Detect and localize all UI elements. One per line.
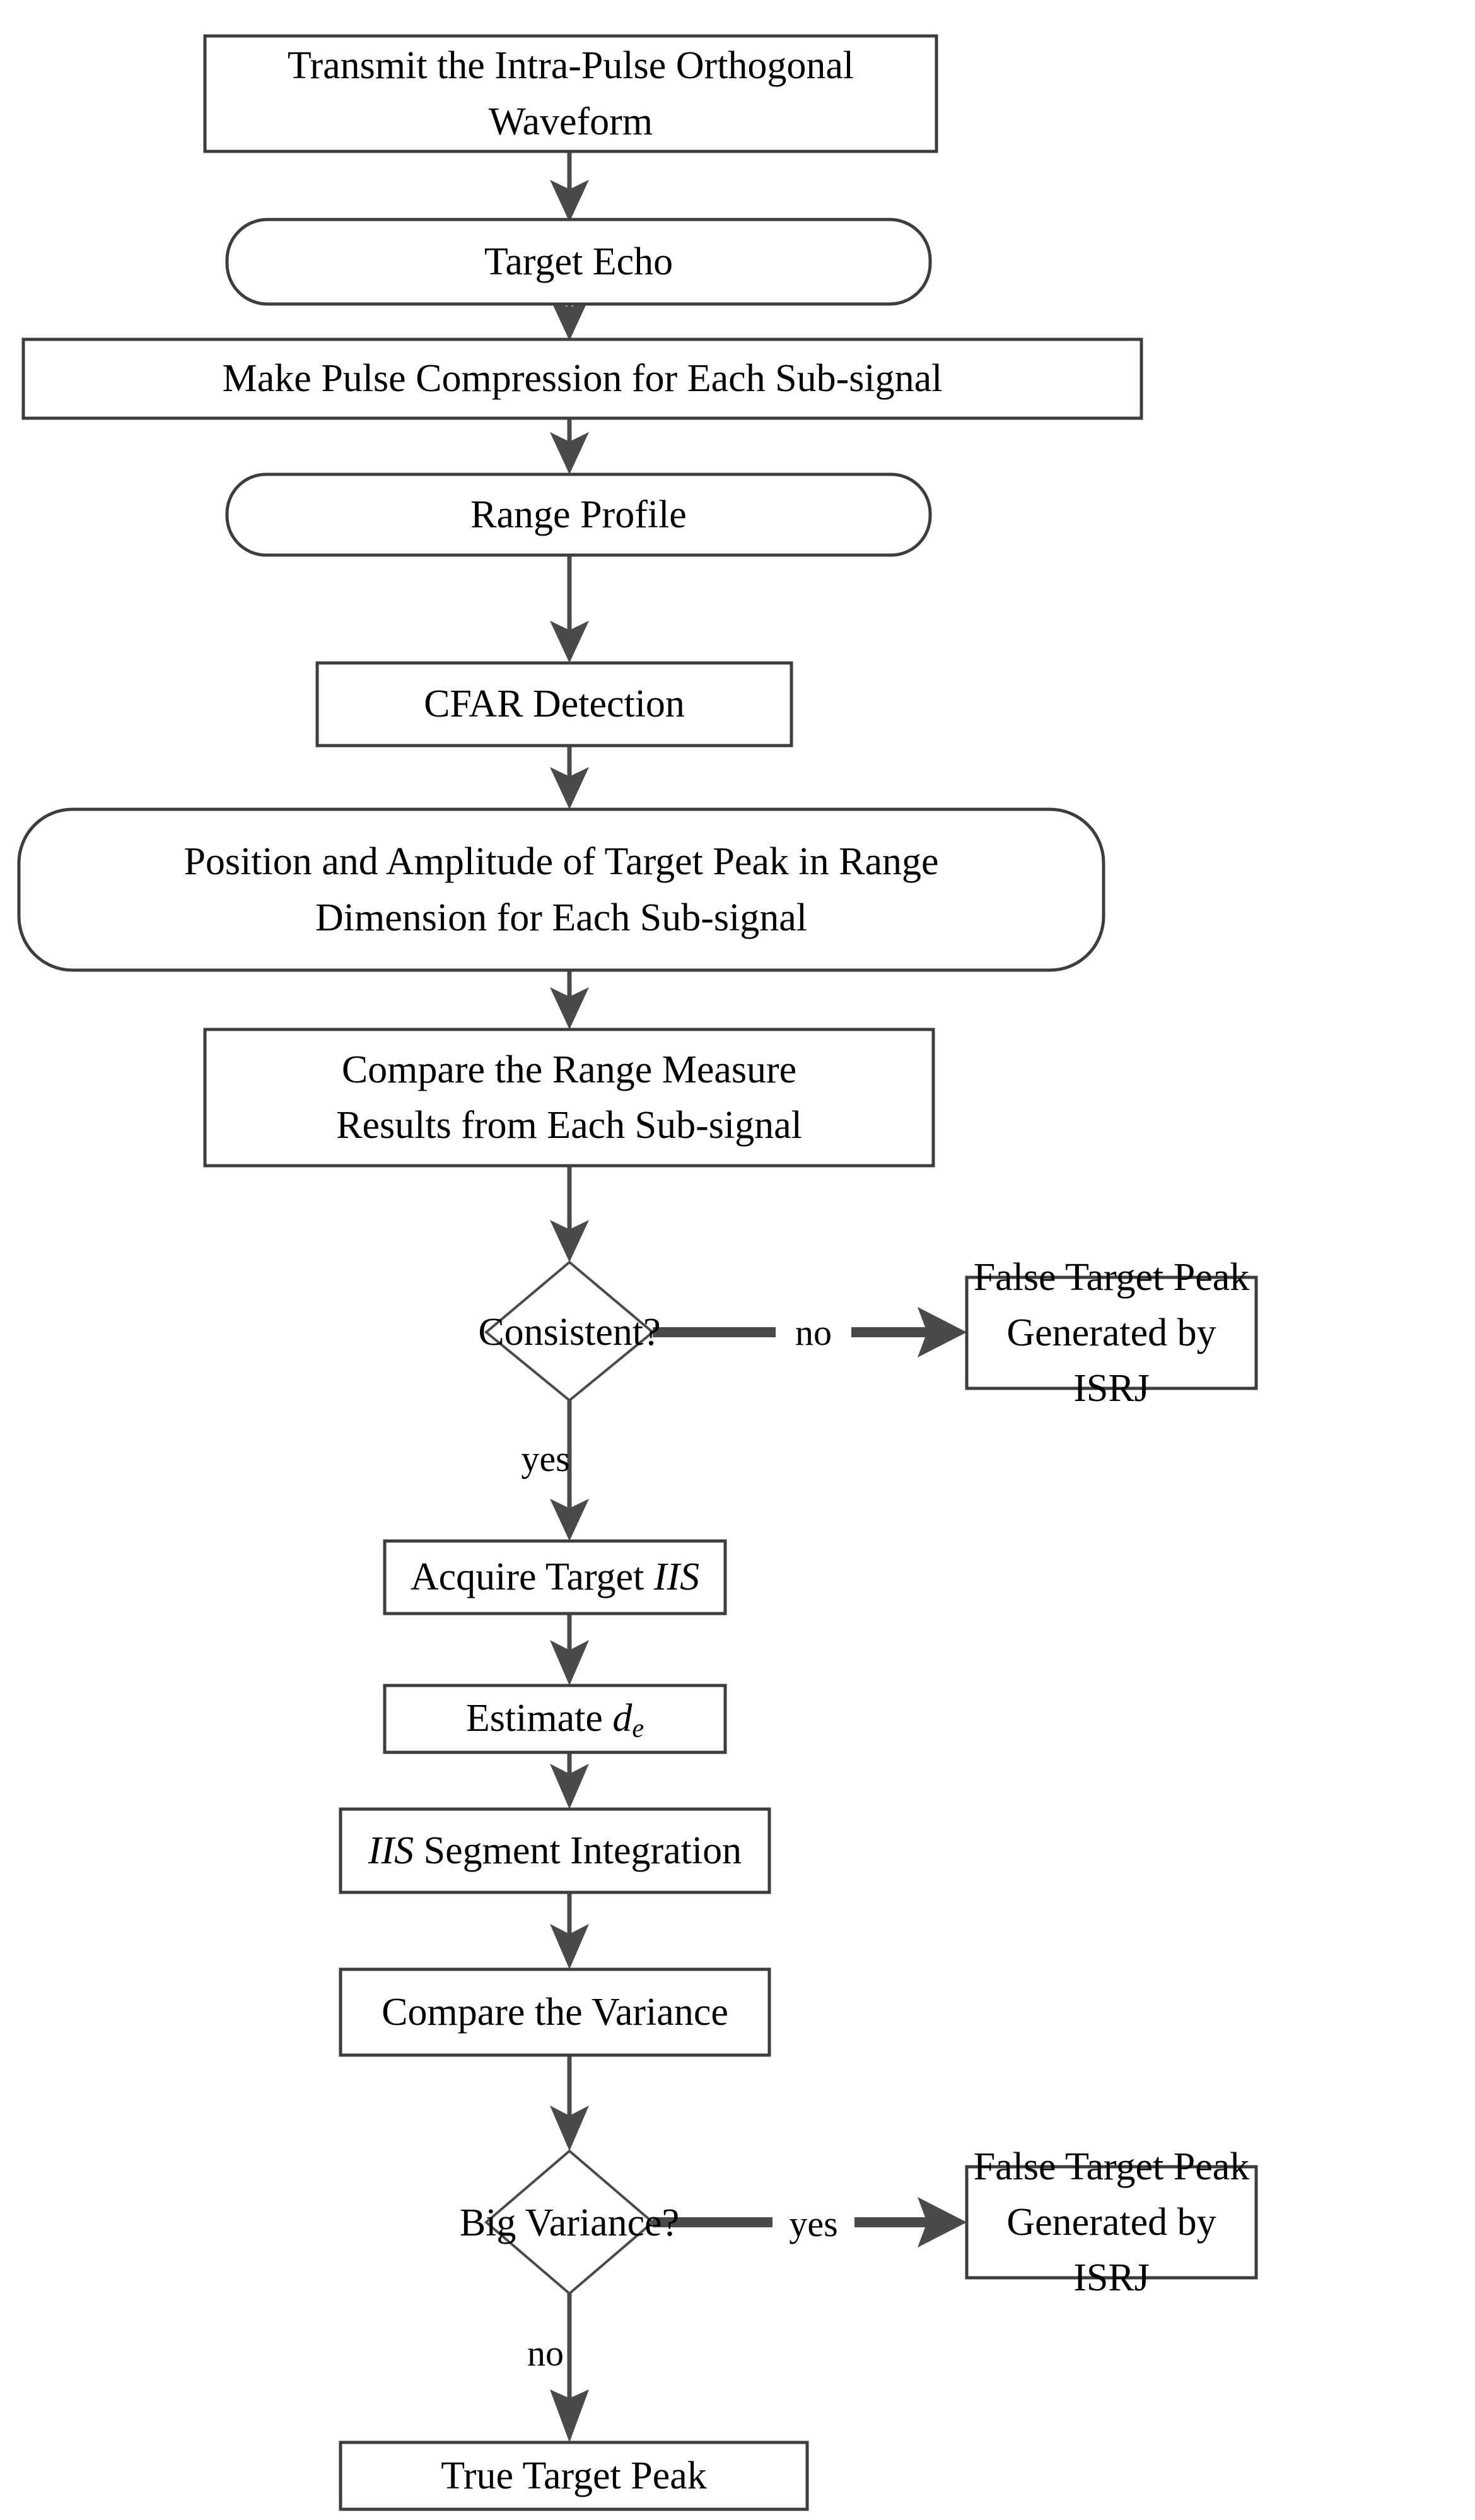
node-pulse-compression-shape[interactable] — [21, 337, 1143, 420]
edge-position-amplitude-to-compare-range — [550, 970, 589, 1029]
edge-consistent-yes-to-acquire-iis — [550, 1400, 589, 1541]
node-false-peak-1-shape[interactable] — [965, 1275, 1258, 1390]
edge-pulse-compression-to-range-profile — [550, 418, 589, 474]
edge-compare-range-to-consistent — [550, 1166, 589, 1262]
node-compare-variance-shape[interactable] — [339, 1967, 771, 2057]
edge-big-variance-yes-to-false-peak-2 — [653, 2197, 967, 2247]
node-cfar-shape[interactable] — [315, 661, 793, 747]
node-big-variance-shape[interactable] — [484, 2149, 655, 2295]
edge-range-profile-to-cfar — [550, 555, 589, 663]
node-position-amplitude-shape[interactable] — [17, 807, 1105, 972]
node-transmit-shape[interactable] — [203, 34, 938, 153]
node-acquire-iis-shape[interactable] — [383, 1539, 727, 1615]
edge-cfar-to-position-amplitude — [550, 746, 589, 809]
node-consistent-shape[interactable] — [484, 1260, 655, 1402]
node-false-peak-2-shape[interactable] — [965, 2165, 1258, 2280]
edge-big-variance-no-to-true-peak — [550, 2294, 589, 2442]
edge-acquire-iis-to-estimate-de — [550, 1614, 589, 1685]
edge-estimate-de-to-iis-segment — [550, 1752, 589, 1809]
node-target-echo-shape[interactable] — [225, 218, 932, 306]
edge-consistent-no-to-false-peak-1 — [653, 1307, 967, 1357]
node-true-peak-shape[interactable] — [339, 2441, 809, 2511]
edge-compare-variance-to-big-variance — [550, 2055, 589, 2151]
edge-iis-segment-to-compare-variance — [550, 1892, 589, 1969]
node-iis-segment-shape[interactable] — [339, 1807, 771, 1894]
node-compare-range-shape[interactable] — [203, 1028, 935, 1168]
node-estimate-de-shape[interactable] — [383, 1684, 727, 1754]
node-range-profile-shape[interactable] — [225, 472, 932, 557]
edge-transmit-to-target-echo — [550, 151, 589, 222]
